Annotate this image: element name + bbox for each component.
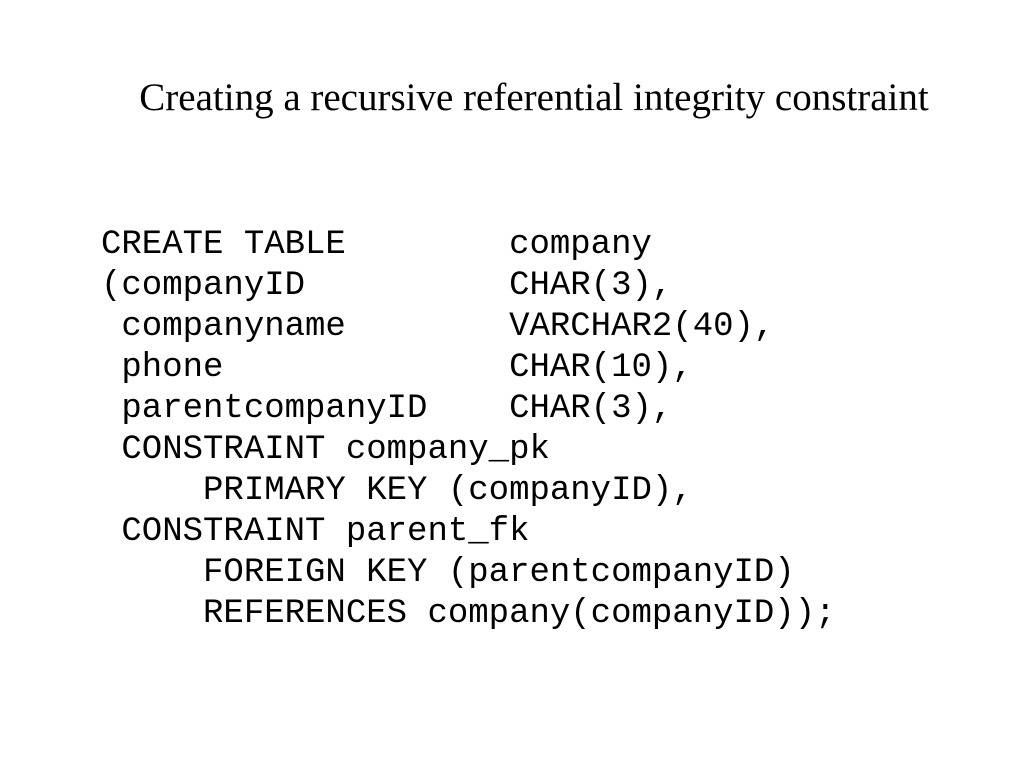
- sql-code-block: CREATE TABLE company (companyID CHAR(3),…: [101, 225, 836, 635]
- slide-title: Creating a recursive referential integri…: [139, 76, 929, 119]
- code-line-parentcompanyid: parentcompanyID CHAR(3),: [101, 390, 673, 428]
- code-line-references: REFERENCES company(companyID));: [101, 595, 836, 633]
- code-line-constraint-pk: CONSTRAINT company_pk: [101, 431, 550, 469]
- code-line-create-table: CREATE TABLE company: [101, 226, 652, 264]
- code-line-primary-key: PRIMARY KEY (companyID),: [101, 472, 693, 510]
- code-line-foreign-key: FOREIGN KEY (parentcompanyID): [101, 554, 795, 592]
- code-line-phone: phone CHAR(10),: [101, 349, 693, 387]
- code-line-companyname: companyname VARCHAR2(40),: [101, 308, 775, 346]
- code-line-constraint-fk: CONSTRAINT parent_fk: [101, 513, 530, 551]
- code-line-companyid: (companyID CHAR(3),: [101, 267, 673, 305]
